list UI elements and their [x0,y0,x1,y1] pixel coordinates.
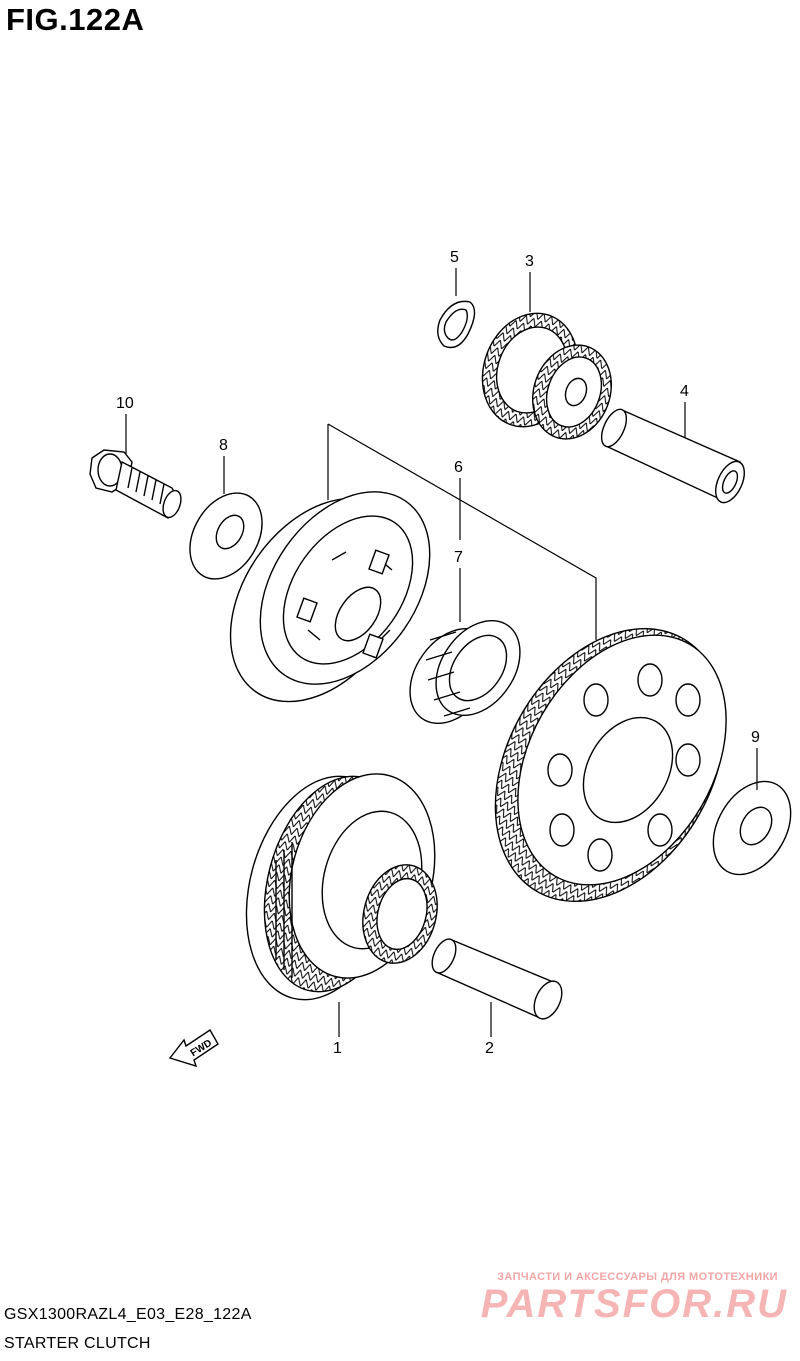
watermark-tagline: ЗАПЧАСТИ И АКСЕССУАРЫ ДЛЯ МОТОТЕХНИКИ [497,1271,778,1283]
shaft-part-4[interactable] [596,406,750,507]
bolt-part-10[interactable] [89,449,184,520]
callout-7: 7 [454,549,463,566]
bracket-line [327,423,597,640]
figure-title: FIG.122A [6,2,145,37]
callout-9: 9 [751,729,760,746]
callout-1: 1 [333,1040,342,1057]
clutch-housing-part-6[interactable] [194,460,465,735]
callout-2: 2 [485,1040,494,1057]
washer-part-9[interactable] [698,768,800,889]
forward-direction-arrow: FWD [168,1029,219,1068]
figure-name: STARTER CLUTCH [4,1335,151,1352]
model-code: GSX1300RAZL4_E03_E28_122A [4,1306,252,1323]
needle-bearing-part-7[interactable] [393,605,538,739]
callout-10: 10 [116,395,134,412]
callout-3: 3 [525,253,534,270]
callout-4: 4 [680,383,689,400]
washer-part-8[interactable] [175,480,276,592]
callout-8: 8 [219,437,228,454]
shaft-part-2[interactable] [427,935,567,1023]
leader-lines [125,268,758,1037]
callout-6: 6 [454,459,463,476]
circlip-part-5[interactable] [437,300,476,349]
watermark-brand: PARTSFOR.RU [480,1282,788,1326]
callout-5: 5 [450,249,459,266]
idler-gear-part-3[interactable] [467,300,624,450]
clutch-assembly-part-1[interactable] [223,757,457,1016]
starter-driven-gear[interactable] [449,588,772,943]
